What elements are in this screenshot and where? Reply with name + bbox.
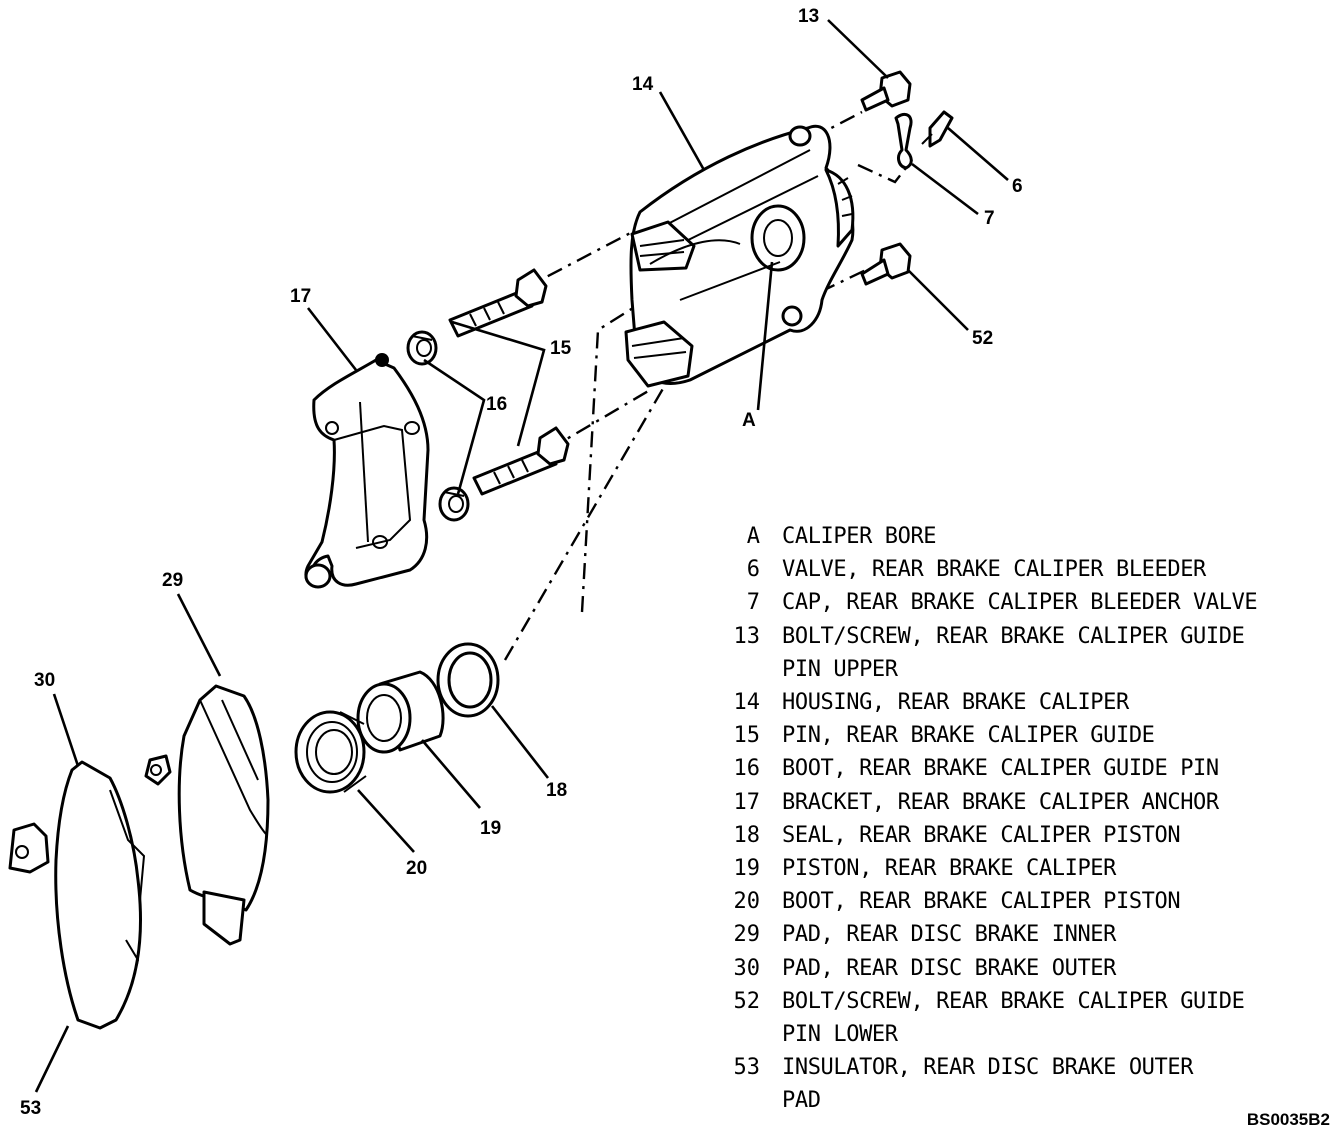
guide-pin-15-upper bbox=[448, 268, 548, 338]
caliper-housing-14 bbox=[624, 124, 855, 388]
legend-row: 20 BOOT, REAR BRAKE CALIPER PISTON bbox=[722, 885, 1322, 918]
callout-30: 30 bbox=[34, 670, 55, 691]
legend-row: A CALIPER BORE bbox=[722, 520, 1322, 553]
legend-row: 53 INSULATOR, REAR DISC BRAKE OUTER bbox=[722, 1051, 1322, 1084]
callout-15: 15 bbox=[550, 338, 572, 359]
legend-row: 18 SEAL, REAR BRAKE CALIPER PISTON bbox=[722, 819, 1322, 852]
legend-key: 52 bbox=[733, 988, 761, 1014]
legend-key: 13 bbox=[733, 623, 761, 649]
callout-6: 6 bbox=[1012, 176, 1023, 197]
outer-pad-insulator-53 bbox=[8, 822, 50, 874]
legend-key: 19 bbox=[733, 856, 761, 882]
guide-pin-bolt-52 bbox=[860, 242, 912, 286]
legend-description: CAP, REAR BRAKE CALIPER BLEEDER VALVE bbox=[782, 590, 1258, 616]
legend-description-continued: PIN LOWER bbox=[782, 1022, 898, 1048]
legend-description: SEAL, REAR BRAKE CALIPER PISTON bbox=[782, 822, 1181, 848]
legend-description: BOLT/SCREW, REAR BRAKE CALIPER GUIDE bbox=[782, 988, 1245, 1014]
legend-key: 14 bbox=[733, 690, 761, 716]
legend-description: BOOT, REAR BRAKE CALIPER PISTON bbox=[782, 889, 1181, 915]
legend-key: 53 bbox=[733, 1055, 761, 1081]
leader-lines bbox=[34, 19, 1009, 1093]
legend-description: BOLT/SCREW, REAR BRAKE CALIPER GUIDE bbox=[782, 623, 1245, 649]
callout-52: 52 bbox=[972, 328, 993, 349]
callout-18: 18 bbox=[546, 780, 567, 801]
legend-description: VALVE, REAR BRAKE CALIPER BLEEDER bbox=[782, 557, 1206, 583]
callout-17: 17 bbox=[290, 286, 311, 307]
legend-key: 18 bbox=[733, 822, 761, 848]
piston-boot-20 bbox=[294, 710, 367, 794]
legend-key: 16 bbox=[733, 756, 761, 782]
legend-row: 15 PIN, REAR BRAKE CALIPER GUIDE bbox=[722, 719, 1322, 752]
legend-description: BOOT, REAR BRAKE CALIPER GUIDE PIN bbox=[782, 756, 1219, 782]
callout-53: 53 bbox=[20, 1098, 41, 1119]
legend-description: INSULATOR, REAR DISC BRAKE OUTER bbox=[782, 1055, 1194, 1081]
legend-row: 14 HOUSING, REAR BRAKE CALIPER bbox=[722, 686, 1322, 719]
callout-A: A bbox=[742, 410, 756, 431]
legend-row: 29 PAD, REAR DISC BRAKE INNER bbox=[722, 918, 1322, 951]
outer-pad-30 bbox=[54, 760, 146, 1030]
piston-19 bbox=[356, 670, 445, 754]
legend-key: 6 bbox=[746, 557, 760, 583]
legend-row: 6 VALVE, REAR BRAKE CALIPER BLEEDER bbox=[722, 553, 1322, 586]
legend-key: 17 bbox=[733, 789, 761, 815]
callout-13: 13 bbox=[798, 6, 819, 27]
legend-description-continued: PAD bbox=[782, 1088, 821, 1114]
callout-16: 16 bbox=[486, 394, 507, 415]
guide-pin-boot-16-upper bbox=[406, 330, 438, 366]
bleeder-cap-7 bbox=[894, 112, 913, 170]
legend-description-continued: PIN UPPER bbox=[782, 656, 898, 682]
legend-description: HOUSING, REAR BRAKE CALIPER bbox=[782, 690, 1129, 716]
legend-row: 16 BOOT, REAR BRAKE CALIPER GUIDE PIN bbox=[722, 752, 1322, 785]
legend-key: 29 bbox=[733, 922, 761, 948]
legend-row: 17 BRACKET, REAR BRAKE CALIPER ANCHOR bbox=[722, 786, 1322, 819]
legend-row: 52 BOLT/SCREW, REAR BRAKE CALIPER GUIDE bbox=[722, 985, 1322, 1018]
legend-key: A bbox=[746, 524, 760, 549]
inner-pad-29 bbox=[144, 684, 270, 946]
anchor-bracket-17 bbox=[304, 353, 430, 589]
piston-seal-18 bbox=[436, 642, 500, 718]
legend-description: PAD, REAR DISC BRAKE OUTER bbox=[782, 955, 1116, 981]
legend-description: PISTON, REAR BRAKE CALIPER bbox=[782, 856, 1116, 882]
legend-description: CALIPER BORE bbox=[782, 524, 937, 549]
legend-key: 7 bbox=[746, 590, 760, 616]
callout-14: 14 bbox=[632, 74, 654, 95]
guide-pin-boot-16-lower bbox=[438, 486, 470, 522]
legend-row: 30 PAD, REAR DISC BRAKE OUTER bbox=[722, 952, 1322, 985]
guide-pin-15-lower bbox=[472, 426, 570, 496]
callout-labels: 13 14 6 7 52 17 15 16 A 29 30 18 19 20 5… bbox=[20, 6, 1023, 1119]
guide-pin-bolt-13 bbox=[860, 70, 912, 112]
legend-key: 30 bbox=[733, 955, 761, 981]
legend-description: BRACKET, REAR BRAKE CALIPER ANCHOR bbox=[782, 789, 1219, 815]
callout-7: 7 bbox=[984, 208, 995, 229]
legend-key: 20 bbox=[733, 889, 761, 915]
callout-20: 20 bbox=[406, 858, 427, 879]
legend-key: 15 bbox=[733, 723, 761, 749]
legend-description: PIN, REAR BRAKE CALIPER GUIDE bbox=[782, 723, 1155, 749]
legend-row: 7 CAP, REAR BRAKE CALIPER BLEEDER VALVE bbox=[722, 586, 1322, 619]
legend-row: 19 PISTON, REAR BRAKE CALIPER bbox=[722, 852, 1322, 885]
figure-code: BS0035B2 bbox=[1246, 1110, 1330, 1129]
callout-19: 19 bbox=[480, 818, 501, 839]
callout-29: 29 bbox=[162, 570, 183, 591]
legend-row: 13 BOLT/SCREW, REAR BRAKE CALIPER GUIDE bbox=[722, 620, 1322, 653]
bleeder-valve-6 bbox=[921, 110, 954, 148]
parts-legend: A CALIPER BORE 6 VALVE, REAR BRAKE CALIPER … bbox=[722, 520, 1322, 1118]
legend-description: PAD, REAR DISC BRAKE INNER bbox=[782, 922, 1116, 948]
